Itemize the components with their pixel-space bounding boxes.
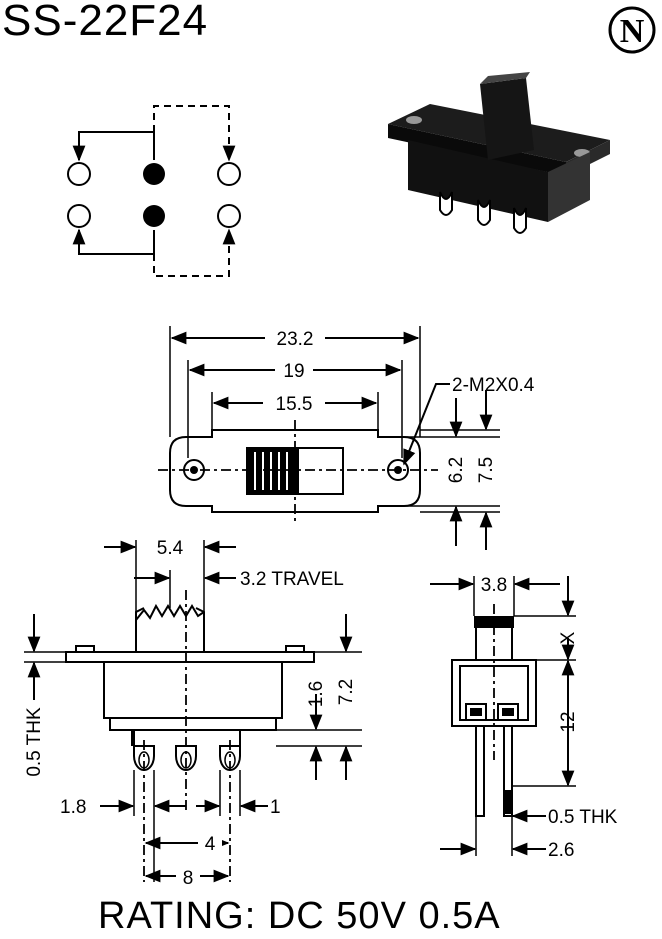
- end-view: 3.8 X 12 0.5 THK 2.6: [430, 575, 618, 861]
- circuit-schematic: [67, 105, 241, 277]
- electrical-rating: RATING: DC 50V 0.5A: [98, 895, 501, 937]
- dim-4: 4: [205, 834, 216, 855]
- dim-1-8: 1.8: [60, 797, 86, 818]
- switch-photo: [388, 72, 610, 234]
- dim-travel: 3.2 TRAVEL: [240, 569, 344, 590]
- dim-mount-holes: 2-M2X0.4: [452, 375, 535, 396]
- dim-3-8: 3.8: [481, 575, 507, 596]
- dim-8: 8: [183, 868, 194, 889]
- dim-x: X: [558, 631, 579, 644]
- dim-thk-right: 0.5 THK: [548, 807, 618, 828]
- top-view: 23.2 19 15.5 2-M2X0.4 6.2 7.5: [158, 326, 535, 550]
- dim-2-6: 2.6: [548, 840, 574, 861]
- dim-15-5: 15.5: [276, 394, 313, 415]
- dim-thk-left: 0.5 THK: [24, 707, 45, 777]
- part-number-title: SS-22F24: [2, 0, 209, 45]
- dim-23-2: 23.2: [277, 329, 314, 350]
- dim-5-4: 5.4: [157, 538, 184, 559]
- dim-1: 1: [270, 797, 281, 818]
- dim-7-5: 7.5: [476, 457, 497, 483]
- dim-7-2: 7.2: [336, 679, 357, 705]
- brand-logo: N: [608, 6, 656, 54]
- side-view: 5.4 3.2 TRAVEL 0.5 THK 1.6 7.2 1.8 1: [24, 538, 362, 889]
- svg-text:N: N: [620, 13, 645, 50]
- dim-1-6: 1.6: [306, 681, 327, 707]
- dim-12: 12: [558, 711, 579, 732]
- dim-19: 19: [283, 361, 304, 382]
- dim-6-2: 6.2: [446, 457, 467, 483]
